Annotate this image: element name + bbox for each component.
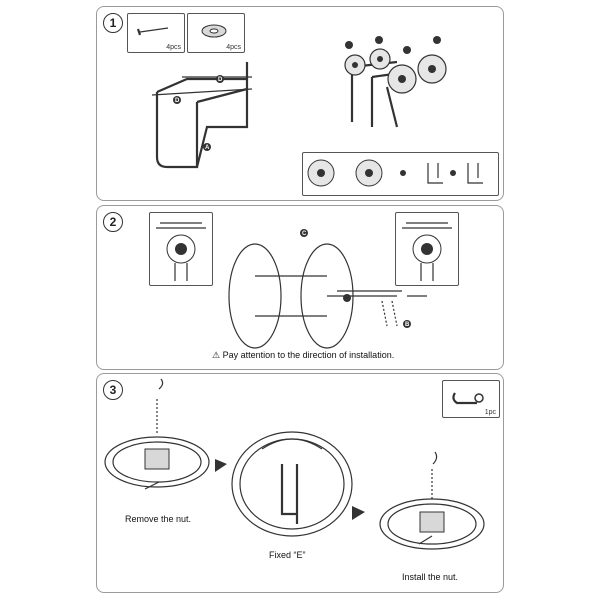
wheel-detail-box	[302, 152, 499, 196]
arrow-icon	[352, 506, 365, 520]
svg-text:D: D	[175, 98, 180, 104]
wheel-detail-illustration	[307, 159, 483, 187]
remove-nut-caption: Remove the nut.	[125, 514, 192, 524]
washer-icon	[201, 24, 227, 38]
part-label-b: B	[405, 322, 410, 328]
remove-nut-illustration	[104, 378, 210, 490]
wrench-icon	[452, 392, 484, 405]
part-label-c: C	[302, 231, 307, 237]
step-1-panel: 1 4pcs 4pcs D D A	[96, 6, 504, 201]
fixed-e-illustration	[215, 431, 353, 537]
washer-quantity: 4pcs	[226, 44, 241, 51]
part-label-a: A	[205, 145, 210, 151]
bolt-quantity: 4pcs	[166, 44, 181, 51]
wrench-tool-box: 1pc	[442, 380, 500, 418]
installation-note: ⚠ Pay attention to the direction of inst…	[212, 350, 394, 361]
washer-part-box: 4pcs	[187, 13, 245, 53]
warning-icon: ⚠	[212, 350, 221, 360]
fixed-e-caption: Fixed “E”	[269, 550, 306, 560]
bolt-icon	[136, 27, 169, 36]
right-hub-detail-box	[395, 212, 459, 286]
step-1-number: 1	[103, 13, 123, 33]
part-label-d: D	[218, 77, 223, 83]
step-2-panel: 2 C B ⚠ Pay attention to the direction o…	[96, 205, 504, 370]
install-nut-illustration	[352, 451, 485, 550]
assembled-frame-illustration	[344, 36, 447, 128]
step-3-panel: 3 1pc Remove the nut. Fixed “E” Install	[96, 373, 504, 593]
step-3-number: 3	[103, 380, 123, 400]
wrench-quantity: 1pc	[484, 409, 496, 416]
left-hub-detail-box	[149, 212, 213, 286]
frame-illustration: D D A	[151, 62, 253, 169]
step-2-number: 2	[103, 212, 123, 232]
install-nut-caption: Install the nut.	[402, 572, 459, 582]
bolt-part-box: 4pcs	[127, 13, 185, 53]
installation-note-text: Pay attention to the direction of instal…	[222, 350, 395, 360]
reel-illustration: C B	[228, 229, 427, 349]
hub-detail-icon	[402, 222, 452, 281]
hub-detail-icon	[156, 222, 206, 281]
arrow-icon	[215, 459, 227, 472]
